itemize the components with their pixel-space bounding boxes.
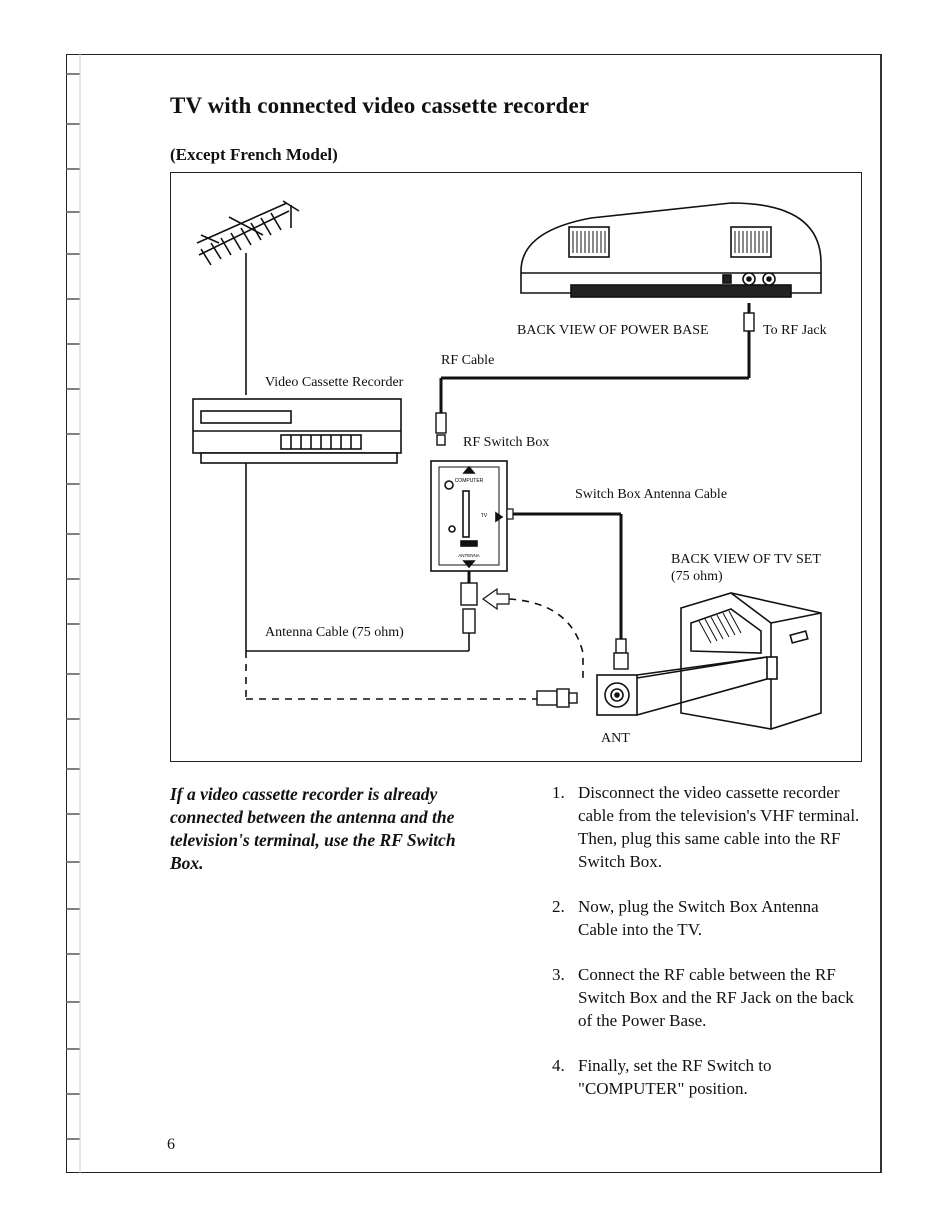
page-subtitle: (Except French Model) — [170, 145, 338, 164]
vcr-label: Video Cassette Recorder — [265, 375, 404, 390]
step-number: 4. — [552, 1056, 565, 1075]
antenna-cable-label: Antenna Cable (75 ohm) — [265, 625, 404, 640]
back-view-tv-label: BACK VIEW OF TV SET (75 ohm) — [671, 551, 821, 585]
to-rf-jack-label: To RF Jack — [763, 323, 827, 338]
tv-back-icon — [636, 592, 822, 730]
page-title: TV with connected video cassette recorde… — [170, 93, 590, 118]
step-item: 2. Now, plug the Switch Box Antenna Cable… — [552, 895, 862, 941]
antenna-icon — [196, 200, 300, 395]
switch-box-antenna-cable-label: Switch Box Antenna Cable — [575, 487, 728, 502]
rf-cable-label: RF Cable — [441, 353, 495, 368]
ant-label: ANT — [601, 731, 630, 746]
step-item: 4. Finally, set the RF Switch to "COMPUTE… — [552, 1054, 862, 1100]
side-note: If a video cassette recorder is already … — [170, 784, 456, 873]
step-item: 3. Connect the RF cable between the RF Sw… — [552, 963, 862, 1032]
step-text: Disconnect the video cassette recorder c… — [578, 783, 860, 871]
back-view-power-base-label: BACK VIEW OF POWER BASE — [517, 323, 709, 338]
rf-switch-box-label: RF Switch Box — [463, 435, 550, 450]
arrow-icon — [481, 587, 510, 611]
step-number: 1. — [552, 783, 565, 802]
step-text: Finally, set the RF Switch to "COMPUTER"… — [578, 1056, 772, 1098]
binding-edge — [66, 54, 81, 1173]
connection-diagram: COMPUTER TV ANTENNA — [170, 172, 862, 762]
back-view-tv-line1: BACK VIEW OF TV SET — [671, 552, 821, 567]
step-number: 2. — [552, 897, 565, 916]
switch-antenna-text: ANTENNA — [458, 553, 480, 558]
rf-switch-box-icon — [430, 460, 508, 572]
power-base-icon — [520, 202, 822, 298]
back-view-tv-line2: (75 ohm) — [671, 569, 723, 584]
switch-tv-text: TV — [481, 513, 488, 519]
step-text: Now, plug the Switch Box Antenna Cable i… — [578, 897, 819, 939]
switch-computer-text: COMPUTER — [455, 478, 484, 484]
page-number: 6 — [167, 1136, 175, 1153]
ant-terminal-icon — [596, 674, 638, 716]
vcr-icon — [192, 398, 402, 464]
instruction-steps: 1. Disconnect the video cassette recorder… — [552, 781, 862, 1122]
step-text: Connect the RF cable between the RF Swit… — [578, 965, 854, 1030]
step-number: 3. — [552, 965, 565, 984]
step-item: 1. Disconnect the video cassette recorder… — [552, 781, 862, 873]
